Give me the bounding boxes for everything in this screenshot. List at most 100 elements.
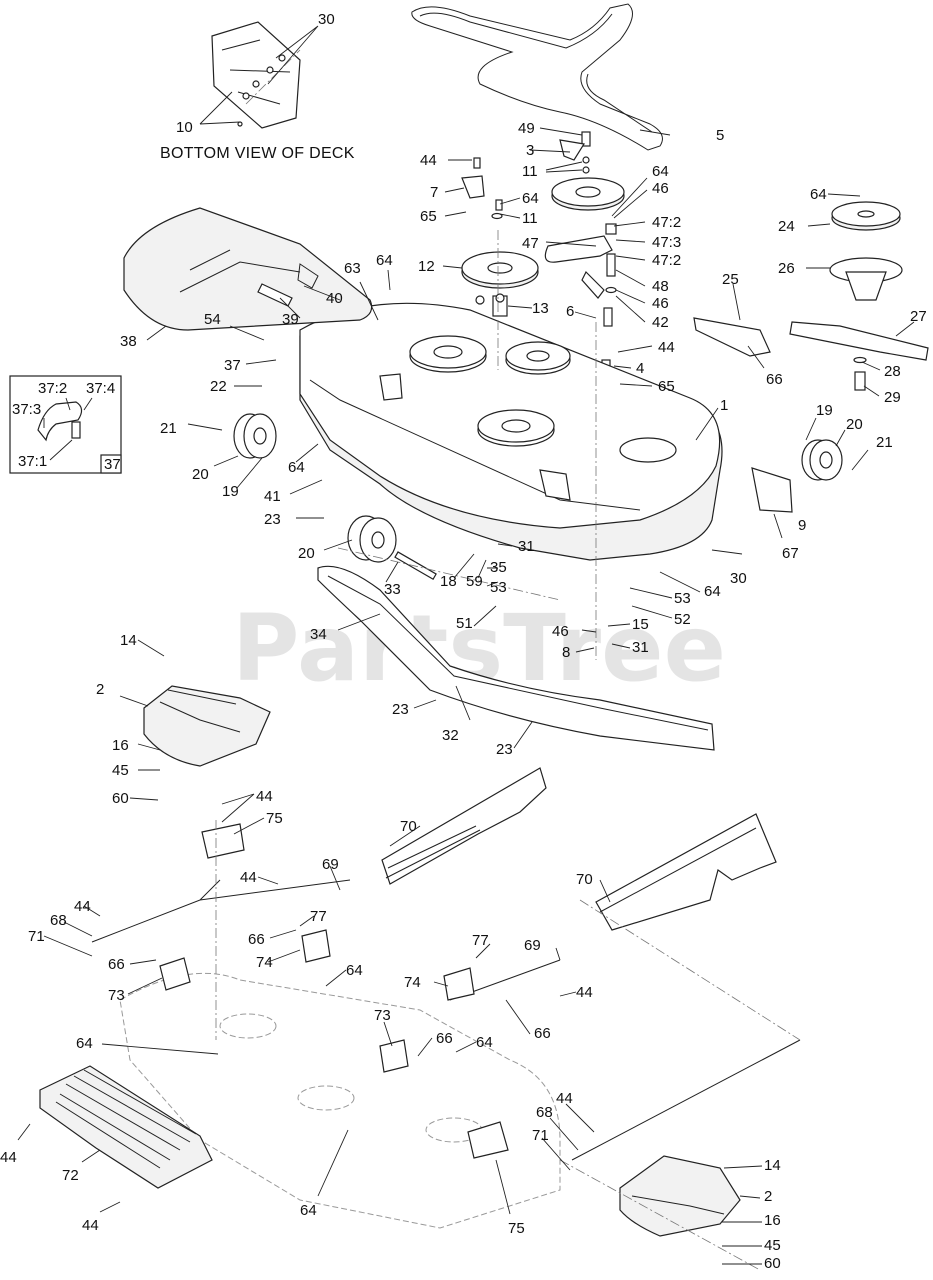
callout: 65 (420, 208, 437, 225)
callout: 21 (876, 434, 893, 451)
callout: 31 (518, 538, 535, 555)
callout: 48 (652, 278, 669, 295)
callout-labels: 30 10 49 5 3 44 11 7 64 65 11 64 46 47:2… (0, 11, 927, 1272)
callout: 44 (74, 898, 91, 915)
front-bumper (317, 565, 715, 751)
callout: 64 (704, 583, 721, 600)
callout: 44 (256, 788, 273, 805)
callout: 44 (240, 869, 257, 886)
callout: 45 (764, 1237, 781, 1254)
callout: 23 (392, 701, 409, 718)
callout: 66 (534, 1025, 551, 1042)
callout: 74 (256, 954, 273, 971)
callout: 11 (522, 210, 538, 227)
inset-detail-37 (9, 375, 122, 474)
callout: 15 (632, 616, 649, 633)
chute-2-left (143, 685, 271, 767)
alignment-lines (215, 49, 801, 1271)
callout: 6 (566, 303, 574, 320)
callout: 21 (160, 420, 177, 437)
callout: 39 (282, 311, 299, 328)
idler-arm (544, 235, 613, 263)
callout: 42 (652, 314, 669, 331)
callout: 44 (658, 339, 675, 356)
callout: 71 (532, 1127, 549, 1144)
callout: 14 (764, 1157, 781, 1174)
callout: 33 (384, 581, 401, 598)
callout: 23 (496, 741, 513, 758)
callout: 5 (716, 127, 724, 144)
callout: 38 (120, 333, 137, 350)
callout: 47:2 (652, 214, 681, 231)
callout: 67 (782, 545, 799, 562)
callout: 28 (884, 363, 901, 380)
callout: 30 (318, 11, 335, 28)
callout: 70 (576, 871, 593, 888)
callout: 3 (526, 142, 534, 159)
callout: 35 (490, 559, 507, 576)
callout: 64 (346, 962, 363, 979)
bottom-view-caption: BOTTOM VIEW OF DECK (160, 145, 355, 162)
callout: 22 (210, 378, 227, 395)
callout: 24 (778, 218, 795, 235)
callout: 20 (846, 416, 863, 433)
rail-right (595, 813, 777, 931)
callout: 64 (810, 186, 827, 203)
callout: 14 (120, 632, 137, 649)
callout: 47:2 (652, 252, 681, 269)
callout: 7 (430, 184, 438, 201)
callout: 37 (224, 357, 241, 374)
callout: 10 (176, 119, 193, 136)
callout: 64 (522, 190, 539, 207)
callout: 44 (556, 1090, 573, 1107)
callout: 19 (816, 402, 833, 419)
callout: 64 (76, 1035, 93, 1052)
callout: 60 (112, 790, 129, 807)
bracket-73-left (159, 957, 191, 991)
callout: 2 (764, 1188, 772, 1205)
inset-callout: 37:4 (86, 380, 115, 397)
callout: 66 (436, 1030, 453, 1047)
callout: 31 (632, 639, 649, 656)
bracket-74-left (301, 929, 331, 963)
callout: 44 (82, 1217, 99, 1234)
callout: 27 (910, 308, 927, 325)
callout: 64 (376, 252, 393, 269)
callout: 59 (466, 573, 483, 590)
callout: 74 (404, 974, 421, 991)
callout: 73 (374, 1007, 391, 1024)
belt-cover (123, 207, 373, 331)
leader-lines (17, 25, 915, 1265)
callout: 72 (62, 1167, 79, 1184)
callout: 2 (96, 681, 104, 698)
callout: 66 (766, 371, 783, 388)
callout: 66 (248, 931, 265, 948)
callout: 34 (310, 626, 327, 643)
rail-left (381, 767, 547, 885)
bracket-73-right (379, 1039, 409, 1073)
step-plate-72 (39, 1065, 213, 1189)
callout: 1 (720, 397, 728, 414)
callout: 70 (400, 818, 417, 835)
callout: 20 (298, 545, 315, 562)
callout: 69 (524, 937, 541, 954)
callout: 54 (204, 311, 221, 328)
callout: 77 (310, 908, 327, 925)
callout: 47 (522, 235, 539, 252)
mower-deck-housing (299, 293, 723, 561)
callout: 19 (222, 483, 239, 500)
callout: 23 (264, 511, 281, 528)
inset-callout: 37:1 (18, 453, 47, 470)
bracket-75-right (467, 1121, 509, 1159)
callout: 63 (344, 260, 361, 277)
callout: 66 (108, 956, 125, 973)
ghost-deck-outline (119, 972, 561, 1229)
callout: 8 (562, 644, 570, 661)
callout: 44 (576, 984, 593, 1001)
callout: 65 (658, 378, 675, 395)
callout: 73 (108, 987, 125, 1004)
callout: 18 (440, 573, 457, 590)
callout: 32 (442, 727, 459, 744)
callout: 11 (522, 163, 538, 180)
